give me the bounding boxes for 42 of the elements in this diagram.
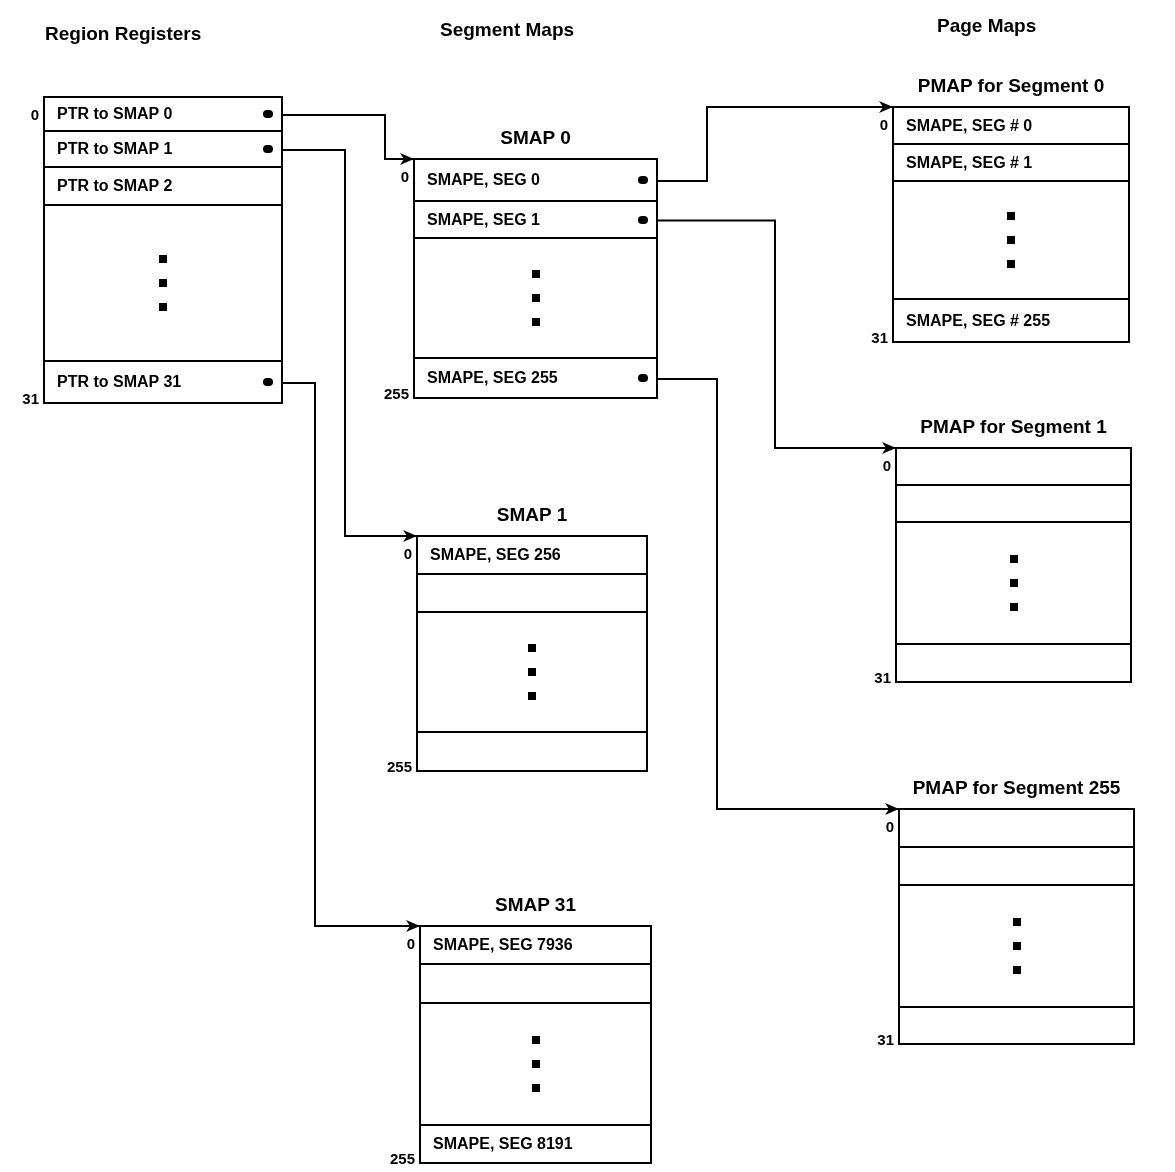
index-label: 0 bbox=[400, 167, 409, 187]
index-label: 0 bbox=[30, 105, 39, 125]
index-label: 0 bbox=[403, 544, 412, 564]
index-label: 255 bbox=[386, 756, 412, 777]
row-label: SMAPE, SEG 8191 bbox=[433, 1134, 573, 1154]
connector-arrow bbox=[657, 101, 893, 182]
index-label: 31 bbox=[871, 327, 888, 348]
row-label: SMAPE, SEG 256 bbox=[430, 545, 561, 565]
row-label: SMAPE, SEG 1 bbox=[427, 209, 540, 230]
connector-arrow bbox=[282, 149, 417, 542]
row-label: PTR to SMAP 31 bbox=[57, 372, 182, 392]
index-label: 31 bbox=[22, 388, 39, 409]
connector-arrow bbox=[282, 382, 420, 932]
index-label: 255 bbox=[383, 383, 409, 404]
table-title: PMAP for Segment 255 bbox=[912, 775, 1121, 800]
index-label: 31 bbox=[874, 667, 891, 688]
index-label: 0 bbox=[406, 934, 415, 954]
index-label: 0 bbox=[882, 456, 891, 476]
table-title: SMAP 1 bbox=[496, 502, 568, 527]
table-title: SMAP 0 bbox=[500, 125, 571, 150]
index-label: 255 bbox=[389, 1148, 415, 1169]
table-title: PMAP for Segment 1 bbox=[920, 414, 1107, 439]
row-label: SMAPE, SEG 255 bbox=[427, 368, 558, 388]
column-heading: Region Registers bbox=[45, 22, 202, 46]
table-title: PMAP for Segment 0 bbox=[917, 73, 1105, 98]
connector-arrow bbox=[657, 378, 899, 815]
row-label: SMAPE, SEG # 255 bbox=[906, 310, 1051, 331]
row-label: SMAPE, SEG # 1 bbox=[906, 152, 1033, 173]
column-heading: Page Maps bbox=[937, 14, 1037, 38]
index-label: 31 bbox=[877, 1029, 894, 1050]
column-heading: Segment Maps bbox=[440, 18, 575, 42]
table-title: SMAP 31 bbox=[495, 892, 576, 917]
connector-arrow bbox=[282, 114, 414, 165]
row-label: SMAPE, SEG # 0 bbox=[906, 115, 1033, 136]
index-label: 0 bbox=[879, 115, 888, 135]
row-label: PTR to SMAP 1 bbox=[57, 139, 173, 159]
row-label: SMAPE, SEG 0 bbox=[427, 170, 540, 190]
index-label: 0 bbox=[885, 817, 894, 837]
connector-arrow bbox=[657, 219, 896, 454]
row-label: PTR to SMAP 0 bbox=[57, 104, 173, 124]
row-label: SMAPE, SEG 7936 bbox=[433, 935, 573, 955]
row-label: PTR to SMAP 2 bbox=[57, 176, 173, 196]
